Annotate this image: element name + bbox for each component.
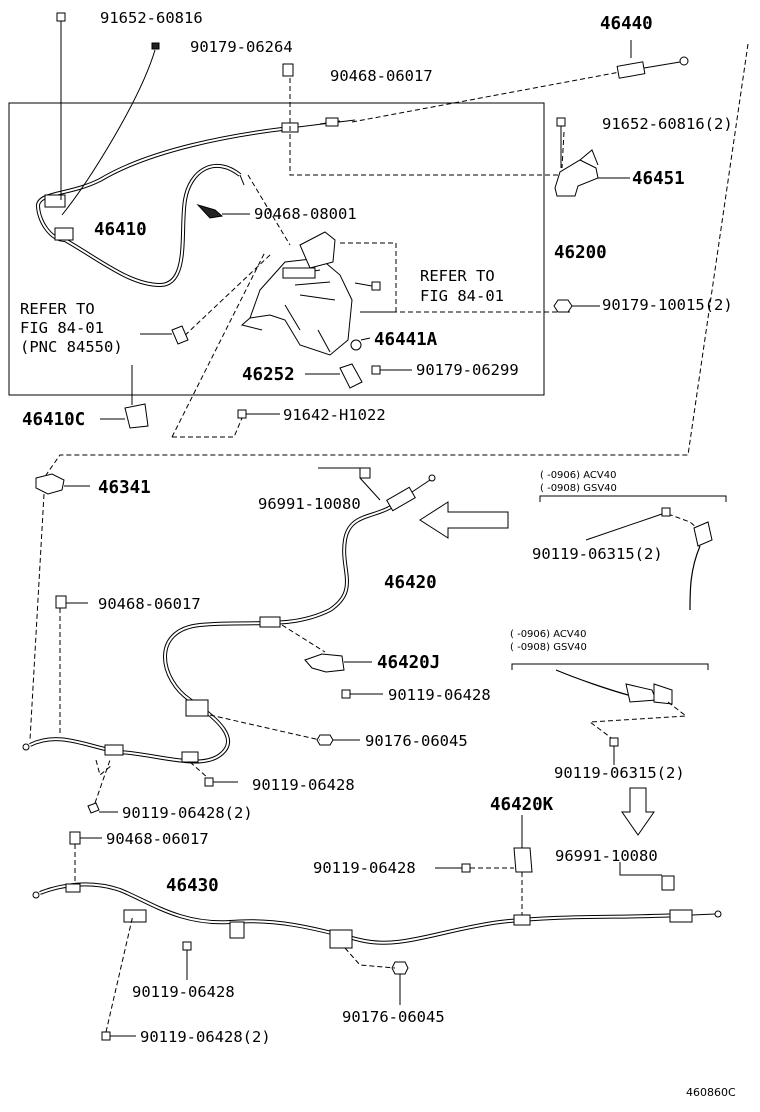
bolt-90119-06428-a: [341, 689, 383, 699]
label-91652-60816-2: 91652-60816(2): [602, 115, 733, 133]
label-90179-10015-2: 90179-10015(2): [602, 296, 733, 314]
nut-90179-06264: [61, 42, 160, 216]
label-90119-06428-a: 90119-06428: [388, 686, 491, 704]
part-46441A: [350, 337, 371, 351]
bolt-91652-60816: [56, 12, 66, 200]
label-90119-06428-c: 90119-06428: [313, 859, 416, 877]
note-a-line1: ( -0906) ACV40: [540, 470, 616, 481]
figure-code: 460860C: [686, 1086, 736, 1099]
note-b-line1: ( -0906) ACV40: [510, 629, 586, 640]
label-90176-06045-a: 90176-06045: [365, 732, 468, 750]
nut-90176-06045-a: [209, 714, 360, 746]
label-90119-06315-a: 90119-06315(2): [532, 545, 663, 563]
refer-right-line1: REFER TO: [420, 267, 495, 285]
refer-left-line3: (PNC 84550): [20, 338, 123, 356]
bolt-refer-left: [140, 325, 189, 345]
note-b-line2: ( -0908) GSV40: [510, 642, 587, 653]
dashed-link-46440: [351, 71, 621, 123]
dashed-link-91652-2: [561, 131, 565, 169]
clip-90468-06017-low: [69, 831, 102, 885]
part-90468-06017-top: [282, 63, 560, 176]
label-96991-10080-low: 96991-10080: [555, 847, 658, 865]
nut-90179-06299: [371, 365, 412, 375]
assembly-46200-frame: [8, 102, 545, 396]
label-90179-06264: 90179-06264: [190, 38, 293, 56]
part-46440: [616, 40, 689, 79]
label-90119-06428-2-a: 90119-06428(2): [122, 804, 253, 822]
nut-90176-06045-b: [344, 947, 409, 1005]
bolt-90119-06428-2-a: [87, 759, 118, 814]
clip-90468-06017-mid: [55, 595, 88, 735]
bolt-90119-06428-c: [435, 863, 514, 873]
label-96991-10080-top: 96991-10080: [258, 495, 361, 513]
label-90119-06428-b: 90119-06428: [252, 776, 355, 794]
part-46252: [305, 363, 363, 389]
label-90468-06017-mid: 90468-06017: [98, 595, 201, 613]
label-46451: 46451: [632, 169, 685, 189]
label-46430: 46430: [166, 876, 219, 896]
part-46410C: [100, 365, 149, 429]
label-90179-06299: 90179-06299: [416, 361, 519, 379]
nut-90179-10015: [553, 299, 600, 313]
bolt-90119-06428-2-b: [101, 914, 136, 1041]
lever-assembly-46200: [240, 231, 353, 356]
note-a-line2: ( -0908) GSV40: [540, 483, 617, 494]
dashed-link-46440-down: [45, 43, 749, 476]
label-90119-06315-b: 90119-06315(2): [554, 764, 685, 782]
cable-46420: [22, 474, 436, 764]
label-90468-06017-low: 90468-06017: [106, 830, 209, 848]
arrow-down-icon: [621, 787, 655, 836]
label-46440: 46440: [600, 14, 653, 34]
label-90468-08001: 90468-08001: [254, 205, 357, 223]
part-46420J: [281, 624, 372, 673]
label-91652-60816: 91652-60816: [100, 9, 203, 27]
bolt-refer-right: [354, 281, 381, 291]
refer-right-line2: FIG 84-01: [420, 287, 504, 305]
bolt-91642-H1022: [171, 251, 280, 438]
label-46441A: 46441A: [374, 330, 438, 350]
label-46420J: 46420J: [377, 653, 440, 673]
variant-box-b: [511, 663, 709, 765]
refer-bracket-right: [340, 242, 397, 313]
label-90468-06017-top: 90468-06017: [330, 67, 433, 85]
arrow-left-icon: [419, 501, 509, 539]
dashed-lever-link: [247, 174, 291, 246]
bracket-96991-10080-top: [318, 467, 381, 501]
label-90119-06428-d: 90119-06428: [132, 983, 235, 1001]
bracket-46451: [554, 117, 630, 197]
bracket-46420K: [513, 815, 533, 915]
bolt-90119-06428-d: [182, 941, 192, 980]
label-46420K: 46420K: [490, 795, 554, 815]
bolt-90119-06428-b: [189, 761, 238, 787]
bracket-46341: [29, 473, 90, 741]
label-46252: 46252: [242, 365, 295, 385]
label-46410C: 46410C: [22, 410, 85, 430]
label-90119-06428-2-b: 90119-06428(2): [140, 1028, 271, 1046]
refer-left-line1: REFER TO: [20, 300, 95, 318]
variant-box-a: [539, 495, 727, 611]
label-91642-H1022: 91642-H1022: [283, 406, 386, 424]
label-46410: 46410: [94, 220, 147, 240]
refer-left-line2: FIG 84-01: [20, 319, 104, 337]
label-46420: 46420: [384, 573, 437, 593]
label-46341: 46341: [98, 478, 151, 498]
clip-90468-08001: [196, 204, 250, 219]
bracket-96991-10080-low: [619, 862, 675, 891]
dashed-lever-left: [179, 254, 271, 341]
label-46200: 46200: [554, 243, 607, 263]
label-90176-06045-b: 90176-06045: [342, 1008, 445, 1026]
cable-46430: [32, 882, 722, 949]
